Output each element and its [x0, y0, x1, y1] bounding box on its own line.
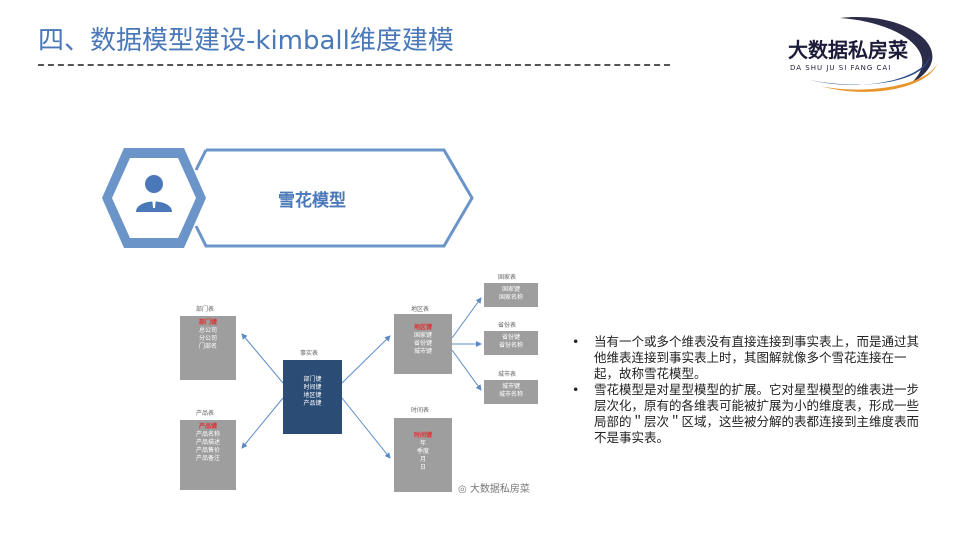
fact-field: 地区键: [303, 392, 322, 399]
time-field: 日: [419, 464, 426, 471]
region-key: 地区键: [413, 324, 432, 331]
country-field: 国家键: [501, 286, 520, 293]
region-field: 省份键: [413, 340, 432, 347]
dept-field: 总公司: [198, 327, 217, 334]
title-divider: [38, 64, 670, 66]
fact-field: 部门键: [303, 376, 322, 383]
time-table: 时间键 年 季度 月 日: [394, 418, 452, 492]
dept-caption: 部门表: [196, 306, 215, 313]
diagram-arrows: [241, 297, 482, 459]
region-field: 城市键: [413, 348, 432, 355]
province-caption: 省份表: [498, 322, 517, 329]
time-field: 季度: [416, 448, 429, 455]
region-field: 国家键: [413, 332, 432, 339]
time-field: 月: [419, 456, 426, 463]
description-list: • 当有一个或多个维表没有直接连接到事实表上，而是通过其他维表连接到事实表上时，…: [570, 334, 920, 446]
logo: 大数据私房菜 DA SHU JU SI FANG CAI: [780, 14, 950, 94]
banner: [100, 146, 480, 250]
province-field: 省份名称: [498, 342, 523, 349]
dept-key: 部门键: [198, 319, 217, 326]
page-title: 四、数据模型建设-kimball维度建模: [38, 26, 454, 56]
country-field: 国家名称: [498, 294, 523, 301]
city-table: 城市键 城市名称: [484, 380, 538, 404]
product-table: 产品键 产品名称 产品描述 产品售价 产品备注: [180, 420, 236, 490]
time-key: 时间键: [413, 432, 432, 439]
watermark: ◎ 大数据私房菜: [458, 480, 530, 495]
region-caption: 地区表: [411, 306, 430, 313]
product-field: 产品备注: [195, 455, 220, 462]
banner-label: 雪花模型: [278, 191, 346, 211]
city-field: 城市键: [501, 383, 520, 390]
logo-swoosh-icon: [810, 17, 938, 92]
bullet-icon: •: [572, 334, 580, 349]
fact-caption: 事实表: [300, 350, 319, 357]
wechat-icon: ◎: [458, 484, 467, 495]
city-field: 城市名称: [498, 391, 523, 398]
country-caption: 国家表: [498, 274, 517, 281]
dept-field: 分公司: [198, 335, 217, 342]
logo-pinyin: DA SHU JU SI FANG CAI: [790, 64, 892, 72]
fact-field: 时间键: [303, 384, 322, 391]
bullet-icon: •: [572, 382, 580, 397]
region-table: 地区键 国家键 省份键 城市键: [394, 314, 452, 374]
product-key: 产品键: [198, 423, 217, 430]
logo-name: 大数据私房菜: [788, 38, 908, 62]
bullet-text: 雪花模型是对星型模型的扩展。它对星型模型的维表进一步层次化，原有的各维表可能被扩…: [594, 382, 920, 445]
fact-field: 产品键: [303, 400, 322, 407]
time-caption: 时间表: [411, 407, 430, 414]
banner-outline: [194, 148, 474, 248]
fact-table: 部门键 时间键 地区键 产品键: [283, 360, 342, 434]
product-field: 产品名称: [195, 431, 220, 438]
province-table: 省份键 省份名称: [484, 331, 538, 355]
snowflake-diagram: 部门表 部门键 总公司 分公司 门部名 产品表 产品键 产品名称 产品描述 产品…: [168, 268, 568, 500]
product-caption: 产品表: [196, 410, 215, 417]
province-field: 省份键: [501, 334, 520, 341]
dept-field: 门部名: [198, 343, 217, 350]
dept-table: 部门键 总公司 分公司 门部名: [180, 316, 236, 380]
watermark-text: 大数据私房菜: [469, 484, 530, 495]
product-field: 产品描述: [195, 439, 220, 446]
list-item: • 雪花模型是对星型模型的扩展。它对星型模型的维表进一步层次化，原有的各维表可能…: [570, 382, 920, 446]
product-field: 产品售价: [195, 447, 220, 454]
city-caption: 城市表: [498, 371, 517, 378]
time-field: 年: [419, 440, 426, 447]
user-icon: [136, 175, 172, 212]
list-item: • 当有一个或多个维表没有直接连接到事实表上，而是通过其他维表连接到事实表上时，…: [570, 334, 920, 382]
bullet-text: 当有一个或多个维表没有直接连接到事实表上，而是通过其他维表连接到事实表上时，其图…: [594, 334, 920, 381]
country-table: 国家键 国家名称: [484, 283, 538, 307]
